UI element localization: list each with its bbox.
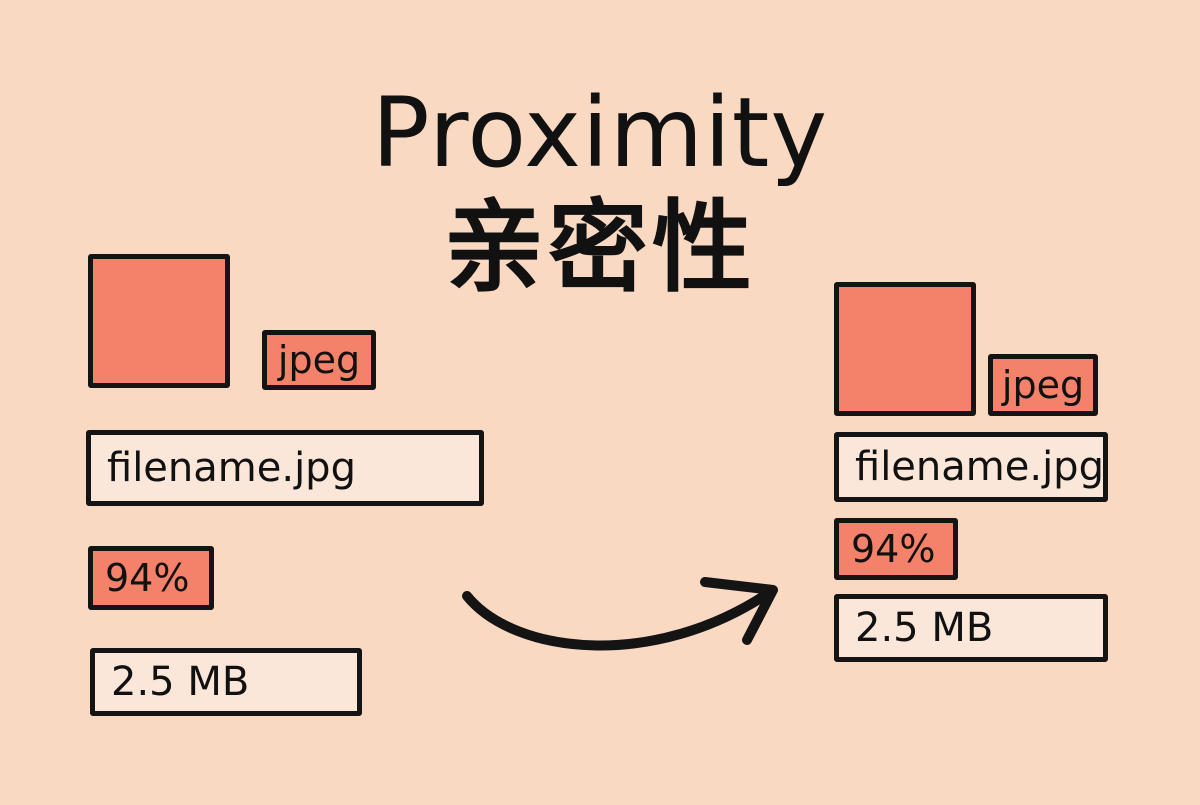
after-format-tag: jpeg: [988, 354, 1098, 416]
before-filename-field: filename.jpg: [86, 430, 484, 506]
after-percent-tag: 94%: [834, 518, 958, 580]
before-size-field: 2.5 MB: [90, 648, 362, 716]
curved-arrow-right-icon: [462, 577, 778, 651]
after-filename-field: filename.jpg: [834, 432, 1108, 502]
before-thumbnail: [88, 254, 230, 388]
title-chinese: 亲密性: [444, 189, 756, 306]
title-english: Proximity: [371, 77, 829, 189]
after-thumbnail: [834, 282, 976, 416]
before-format-tag: jpeg: [262, 330, 376, 390]
after-size-field: 2.5 MB: [834, 594, 1108, 662]
before-percent-tag: 94%: [88, 546, 214, 610]
